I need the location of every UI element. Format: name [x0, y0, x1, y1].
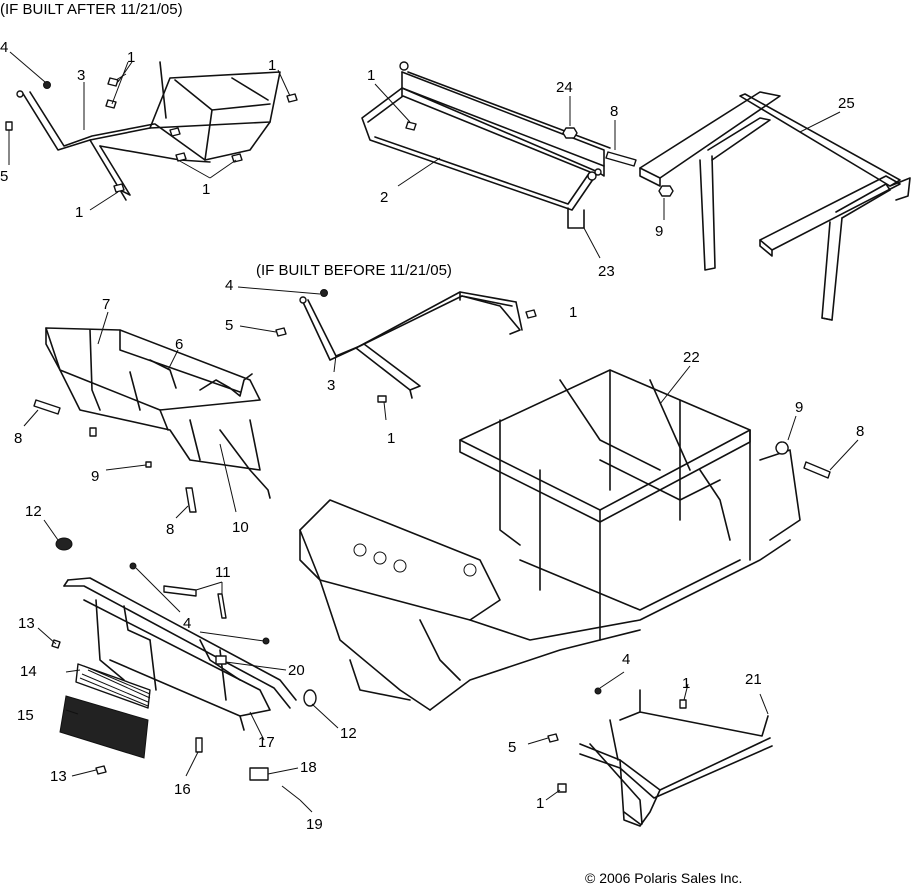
callout-25: 25 — [838, 95, 855, 112]
callout-22: 22 — [683, 349, 700, 366]
bracket — [215, 655, 227, 665]
callout-7: 7 — [102, 296, 110, 313]
nut — [775, 441, 789, 455]
header-built-after: (IF BUILT AFTER 11/21/05) — [0, 1, 183, 18]
callout-1: 1 — [127, 49, 135, 66]
main-frame — [299, 369, 801, 711]
nut — [129, 562, 137, 570]
bolt — [195, 737, 203, 753]
nut — [594, 687, 602, 695]
callout-20: 20 — [288, 662, 305, 679]
callout-1: 1 — [202, 181, 210, 198]
callout-9: 9 — [655, 223, 663, 240]
callout-2: 2 — [380, 189, 388, 206]
seat-support-after — [16, 61, 281, 201]
grille-mesh — [75, 663, 151, 709]
bolt — [405, 121, 417, 131]
lower-seat-support — [579, 689, 773, 827]
callout-1: 1 — [367, 67, 375, 84]
callout-18: 18 — [300, 759, 317, 776]
callout-15: 15 — [17, 707, 34, 724]
callout-1: 1 — [268, 57, 276, 74]
callout-3: 3 — [327, 377, 335, 394]
bolt — [185, 487, 197, 513]
bolt — [217, 593, 227, 619]
callout-5: 5 — [225, 317, 233, 334]
callout-8: 8 — [166, 521, 174, 538]
bracket — [249, 767, 269, 781]
nut — [377, 395, 387, 403]
callout-23: 23 — [598, 263, 615, 280]
front-bumper — [63, 577, 297, 731]
callout-1: 1 — [536, 795, 544, 812]
nut — [145, 461, 152, 468]
bolt — [803, 461, 831, 479]
bolt — [605, 151, 637, 167]
bolt — [33, 399, 61, 415]
bolt — [163, 585, 197, 597]
callout-12: 12 — [25, 503, 42, 520]
copyright-notice: © 2006 Polaris Sales Inc. — [585, 870, 742, 886]
pin — [281, 785, 301, 801]
callout-8: 8 — [14, 430, 22, 447]
nut — [89, 427, 97, 437]
callout-4: 4 — [622, 651, 630, 668]
callout-8: 8 — [856, 423, 864, 440]
callout-9: 9 — [91, 468, 99, 485]
nut — [320, 289, 328, 297]
bolt — [547, 733, 559, 743]
callout-17: 17 — [258, 734, 275, 751]
screw — [95, 765, 107, 775]
callout-5: 5 — [508, 739, 516, 756]
callout-6: 6 — [175, 336, 183, 353]
callout-24: 24 — [556, 79, 573, 96]
callout-4: 4 — [183, 615, 191, 632]
callout-1: 1 — [387, 430, 395, 447]
bolt — [275, 327, 287, 337]
callout-13: 13 — [50, 768, 67, 785]
nut — [658, 185, 674, 197]
header-built-before: (IF BUILT BEFORE 11/21/05) — [256, 262, 452, 279]
grommet — [55, 537, 73, 551]
seat-frame — [361, 61, 611, 211]
callout-10: 10 — [232, 519, 249, 536]
callout-4: 4 — [0, 39, 8, 56]
callout-13: 13 — [18, 615, 35, 632]
callout-19: 19 — [306, 816, 323, 833]
callout-11: 11 — [215, 564, 231, 581]
grille-panel — [59, 695, 149, 759]
callout-14: 14 — [20, 663, 37, 680]
clip — [567, 207, 585, 229]
callout-16: 16 — [174, 781, 191, 798]
callout-8: 8 — [610, 103, 618, 120]
front-frame-member — [45, 327, 271, 499]
callout-5: 5 — [0, 168, 8, 185]
callout-1: 1 — [569, 304, 577, 321]
callout-9: 9 — [795, 399, 803, 416]
callout-1: 1 — [75, 204, 83, 221]
grommet — [303, 689, 317, 707]
bolt — [679, 699, 687, 709]
callout-4: 4 — [225, 277, 233, 294]
seat-support-before — [299, 291, 523, 399]
nut — [562, 127, 578, 139]
callout-3: 3 — [77, 67, 85, 84]
callout-1: 1 — [682, 675, 690, 692]
bolt — [525, 309, 537, 319]
rear-rack — [639, 91, 911, 321]
callout-21: 21 — [745, 671, 762, 688]
callout-12: 12 — [340, 725, 357, 742]
